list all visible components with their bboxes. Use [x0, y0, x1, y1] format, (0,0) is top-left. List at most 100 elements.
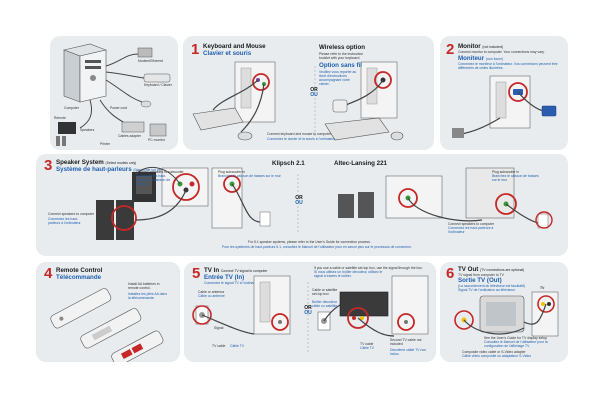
- step3-altec-plug-fr: Branchez le caisson de basses sur le mur: [492, 174, 539, 182]
- step1-wireless-title: Wireless option: [319, 44, 366, 51]
- overview-label-keyboard: Keyboard / Clavier: [144, 83, 172, 87]
- step3-number: 3: [44, 157, 53, 174]
- step3-plug-sub: Plug subwoofer in: [218, 170, 245, 174]
- step1-connect-text: Connect keyboard and mouse to computer: [267, 132, 332, 136]
- step6-title-main: TV Out: [458, 266, 479, 273]
- step3-title-suffix: (Select models only): [105, 161, 137, 165]
- step3-note: For 5.1 speaker systems, please refer to…: [248, 240, 371, 244]
- step1-number: 1: [191, 41, 200, 58]
- step1-title-fr: Clavier et souris: [203, 50, 252, 57]
- step3-or: OR OU: [288, 196, 310, 206]
- step3-illustration: [96, 166, 553, 240]
- overview-label-speakers: Speakers: [80, 128, 95, 132]
- step3-connect-speakers: Connect speakers to subwoofer: [136, 170, 184, 174]
- step3-klipsch-title: Klipsch 2.1: [272, 160, 305, 167]
- step5-title-main: TV In: [204, 267, 220, 274]
- step4-title: Remote Control: [56, 267, 103, 274]
- step4-panel: 4 Remote Control Télécommande Install AA…: [36, 262, 180, 362]
- step5-or-en: OR: [304, 305, 312, 311]
- step2-title: Monitor (not included): [458, 43, 503, 51]
- step5-or: OR OU: [298, 306, 318, 316]
- overview-label-printer: Printer: [100, 142, 110, 146]
- step2-title-fr: Moniteur (non fourni): [458, 55, 503, 63]
- step3-or-fr: OU: [295, 200, 303, 206]
- overview-label-monitor: PC monitor: [148, 138, 165, 142]
- overview-label-remote: Remote: [54, 116, 66, 120]
- step6-tv-label: TV: [540, 286, 545, 290]
- step4-instruction-fr: Installez les piles AA dans la télécomma…: [128, 292, 168, 300]
- step1-or-en: OR: [310, 87, 318, 93]
- step2-panel: 2 Monitor (not included) Connect monitor…: [440, 36, 568, 150]
- step2-subtitle-fr: Connectez le moniteur à l'ordinateur. Vo…: [458, 62, 558, 70]
- step3-plug-sub-fr: Branchez le caisson de basses sur le mur: [218, 174, 281, 178]
- step2-title-fr-suffix: (non fourni): [485, 57, 504, 61]
- step3-or-en: OR: [295, 195, 303, 201]
- step6-number: 6: [446, 265, 455, 282]
- step3-connect-speakers-fr: Connectez les haut-parleurs au caisson d…: [136, 174, 171, 186]
- step5-title: TV In Connect TV signal to computer: [204, 267, 267, 275]
- step5-title-suffix: Connect TV signal to computer: [220, 269, 268, 273]
- step2-number: 2: [446, 41, 455, 58]
- overview-illustration: [56, 43, 171, 146]
- step1-or: OR OU: [303, 88, 325, 98]
- step5-cable-antenna-fr: Câble ou antenne: [198, 294, 225, 298]
- step3-title-main: Speaker System: [56, 159, 104, 166]
- step5-signal: Signal: [214, 326, 224, 330]
- overview-label-adapter: Cables adapter: [118, 134, 141, 138]
- step2-title-suffix: (not included): [482, 45, 503, 49]
- step4-instruction: Install AA batteries in remote control.: [128, 282, 160, 290]
- step3-note-fr: Pour les systèmes de haut-parleurs 5.1, …: [222, 245, 412, 249]
- step2-subtitle: Connect monitor to computer. Your connec…: [458, 50, 545, 54]
- step6-see-guide-fr: Consultez le Manuel de l'utilisateur pou…: [484, 340, 548, 348]
- step1-or-fr: OU: [310, 92, 318, 98]
- step3-panel: 3 Speaker System (Select models only) Sy…: [36, 154, 568, 256]
- step5-tv-cable-2-fr: Câble TV: [360, 346, 375, 350]
- step5-tv-cable-2: TV cable: [360, 342, 374, 346]
- step3-altec-connect: Connect speakers to computer: [448, 222, 495, 226]
- step5-panel: 5 TV In Connect TV signal to computer En…: [184, 262, 436, 362]
- step5-subtitle-fr: Connectez le signal TV à l'ordinateur: [204, 281, 260, 285]
- step1-wireless-note: Please refer to the instruction booklet …: [319, 52, 364, 60]
- step5-settop-note: If you use a cable or satellite set-top …: [314, 266, 423, 270]
- step5-tv-cable: TV cable: [212, 344, 226, 348]
- step3-altec-plug: Plug subwoofer in: [492, 170, 519, 174]
- step5-second-cable-fr: Deuxième câble TV non inclus: [390, 348, 427, 356]
- step3-altec-title: Altec-Lansing 221: [334, 160, 387, 167]
- step3-altec-connect-fr: Connectez les haut-parleurs à l'ordinate…: [448, 226, 494, 234]
- step1-wireless-note-fr: Veuillez vous reporter au livret d'instr…: [319, 70, 357, 86]
- step3-title-fr-main: Système de haut-parleurs: [56, 166, 132, 173]
- step3-title: Speaker System (Select models only): [56, 159, 136, 167]
- step1-title: Keyboard and Mouse: [203, 43, 266, 50]
- step4-number: 4: [44, 265, 53, 282]
- step6-composite: Composite video cable or S-Video adapter: [462, 350, 526, 354]
- step3-connect-computer: Connect speakers to computer: [48, 212, 95, 216]
- step6-composite-fr: Câble vidéo composite ou adaptateur S-Vi…: [462, 354, 532, 358]
- step1-wireless-title-fr: Option sans fil: [319, 62, 362, 69]
- step4-illustration: [50, 288, 164, 362]
- step5-settop-note-fr: Si vous utilisez un boîtier décodeur, ut…: [314, 270, 383, 278]
- step5-illustration: [192, 275, 429, 352]
- step6-illustration: [454, 291, 559, 337]
- step5-second-cable: Second TV cable not included: [390, 338, 422, 346]
- step1-panel: 1 Keyboard and Mouse Clavier et souris: [183, 36, 434, 150]
- step1-illustration: [192, 61, 404, 141]
- overview-label-computer: Computer: [64, 106, 79, 110]
- step5-settop-fr: Boîtier décodeur câble ou satellite: [312, 300, 338, 308]
- step5-tv-cable-fr: Câble TV: [230, 344, 245, 348]
- overview-panel: Modem/Ethernet Keyboard / Clavier Power …: [50, 36, 178, 150]
- overview-label-modem: Modem/Ethernet: [138, 59, 164, 63]
- step5-or-fr: OU: [304, 310, 312, 316]
- step2-title-main: Monitor: [458, 43, 481, 50]
- step6-title: TV Out (TV connections are optional): [458, 266, 524, 274]
- step3-connect-computer-fr: Connectez les haut-parleurs à l'ordinate…: [48, 217, 81, 225]
- step5-cable-antenna: Cable or antenna: [198, 290, 225, 294]
- step6-see-guide: See the User's Guide for TV display setu…: [484, 336, 547, 340]
- overview-label-power: Power cord: [110, 106, 128, 110]
- step5-number: 5: [192, 265, 201, 282]
- step6-subtitle: TV signal from computer to TV: [458, 273, 504, 277]
- step6-subtitle-fr: Signal TV de l'ordinateur au téléviseur: [458, 288, 516, 292]
- step1-connect-text-fr: Connectez le clavier et la souris à l'or…: [267, 137, 336, 141]
- step6-title-fr: Sortie TV (Out): [458, 277, 502, 284]
- step2-illustration: [452, 75, 557, 138]
